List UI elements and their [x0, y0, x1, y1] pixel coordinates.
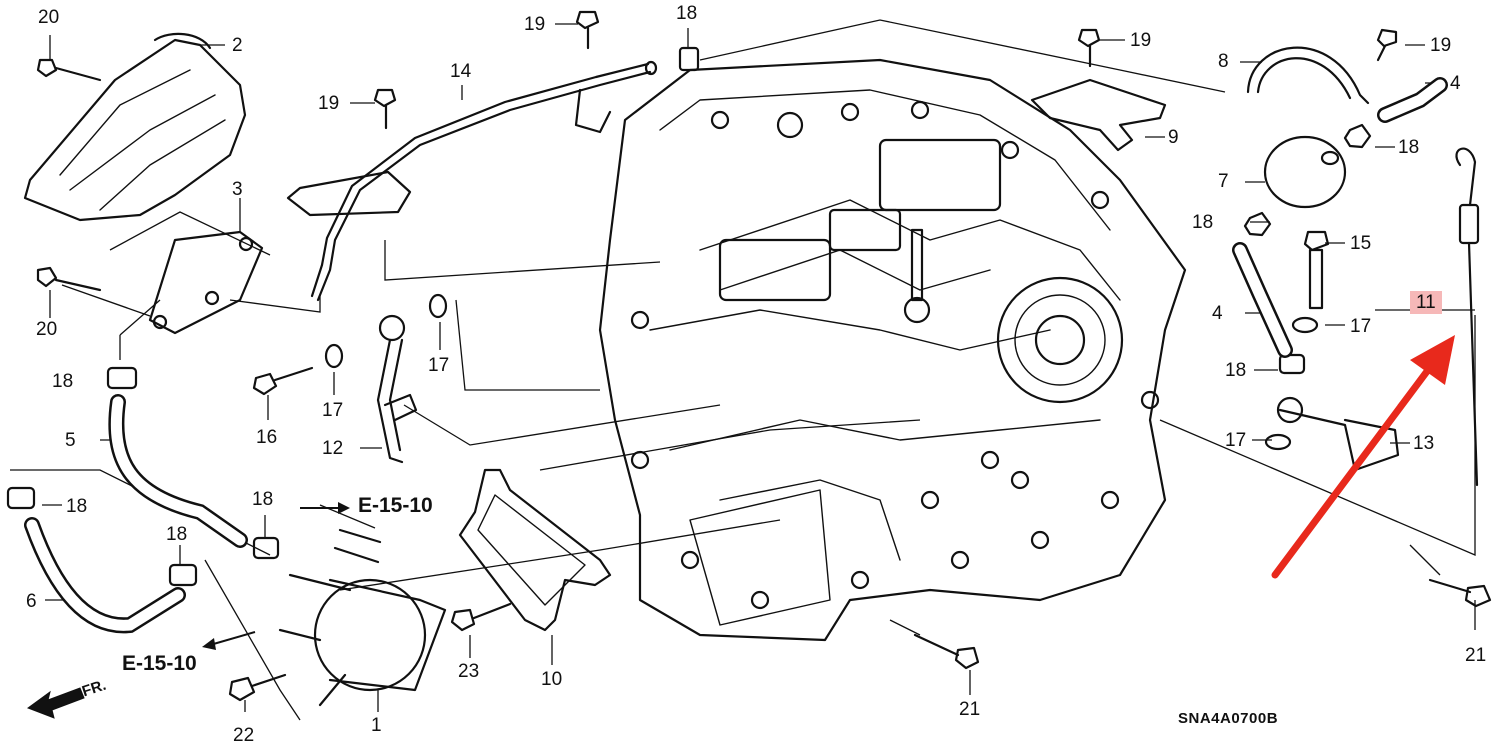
- callout-8: 8: [1218, 51, 1229, 72]
- clamp-18a-icon: [678, 46, 700, 72]
- callout-20b: 20: [36, 319, 58, 340]
- callout-15: 15: [1350, 233, 1372, 254]
- callout-4b: 4: [1212, 303, 1223, 324]
- part-14-pipe: [286, 60, 658, 302]
- callout-19a: 19: [524, 14, 546, 35]
- clamps: [6, 46, 1372, 587]
- part-7-canister: [1263, 135, 1347, 209]
- leader-lines: [10, 19, 1476, 721]
- callout-18e: 18: [52, 371, 74, 392]
- transmission-case: [598, 58, 1187, 642]
- front-arrow-icon: [26, 687, 85, 719]
- part-12-fitting: [376, 314, 418, 464]
- callout-4a: 4: [1450, 73, 1461, 94]
- part-11-dipstick: [1455, 147, 1480, 487]
- callout-21b: 21: [1465, 645, 1487, 666]
- callout-3: 3: [232, 179, 243, 200]
- part-1-cooler: [278, 528, 447, 707]
- reference-e-15-10-upper: E-15-10: [358, 494, 433, 517]
- callout-18f: 18: [66, 496, 88, 517]
- callout-1: 1: [371, 715, 382, 736]
- part-2-shroud: [23, 32, 247, 222]
- callout-10: 10: [541, 669, 563, 690]
- reference-arrows: [202, 502, 350, 650]
- part-4a-hose: [1377, 77, 1448, 123]
- callout-17c: 17: [322, 400, 344, 421]
- callout-9: 9: [1168, 127, 1179, 148]
- callout-18c: 18: [1192, 212, 1214, 233]
- bolt-21b-icon: [1428, 578, 1492, 608]
- callout-12: 12: [322, 438, 344, 459]
- reference-e-15-10-lower: E-15-10: [122, 652, 197, 675]
- callout-16: 16: [256, 427, 278, 448]
- callout-19c: 19: [1130, 30, 1152, 51]
- bolt-20a-icon: [36, 58, 102, 82]
- highlight-arrow: [1271, 335, 1455, 579]
- callout-22: 22: [233, 725, 255, 746]
- bolt-21a-icon: [913, 633, 980, 670]
- callout-2: 2: [232, 35, 243, 56]
- callout-18h: 18: [166, 524, 188, 545]
- part-8-clip: [1246, 46, 1370, 105]
- callout-20a: 20: [38, 7, 60, 28]
- callout-19d: 19: [1430, 35, 1452, 56]
- callout-21a: 21: [959, 699, 981, 720]
- bolt-19b-icon: [373, 88, 397, 130]
- callout-23: 23: [458, 661, 480, 682]
- callout-14: 14: [450, 61, 472, 82]
- bolt-19c-icon: [1077, 28, 1101, 68]
- part-5-hose: [108, 394, 248, 548]
- washers: [324, 293, 1319, 451]
- bolt-15-icon: [1303, 230, 1330, 310]
- callout-18d: 18: [1225, 360, 1247, 381]
- clamp-18h-icon: [168, 563, 198, 587]
- bolts: [36, 10, 1492, 702]
- bolt-22-icon: [228, 673, 287, 702]
- bolt-20b-icon: [36, 266, 102, 292]
- clamp-18f-icon: [6, 486, 36, 510]
- nut-18c-icon: [1243, 211, 1272, 237]
- callout-6: 6: [26, 591, 37, 612]
- part-6-hose: [24, 517, 186, 634]
- callout-11-highlighted: 11: [1410, 291, 1442, 314]
- callout-5: 5: [65, 430, 76, 451]
- bolt-16-icon: [252, 366, 314, 396]
- callout-17d: 17: [428, 355, 450, 376]
- bolt-19a-icon: [575, 10, 600, 50]
- callout-18a: 18: [676, 3, 698, 24]
- clamp-18e-icon: [106, 366, 138, 390]
- clamp-18g-icon: [252, 536, 280, 560]
- callout-17a: 17: [1350, 316, 1372, 337]
- part-9-bracket: [1030, 78, 1167, 152]
- callout-18b: 18: [1398, 137, 1420, 158]
- callout-18g: 18: [252, 489, 274, 510]
- diagram-code: SNA4A0700B: [1178, 710, 1279, 727]
- callout-7: 7: [1218, 171, 1229, 192]
- part-3-bracket: [148, 230, 264, 335]
- bolt-23-icon: [450, 602, 512, 632]
- nut-18b-icon: [1343, 123, 1372, 149]
- part-4b-hose: [1232, 242, 1293, 358]
- callout-13: 13: [1413, 433, 1435, 454]
- part-10-gasket: [458, 468, 612, 632]
- callout-17b: 17: [1225, 430, 1247, 451]
- callout-19b: 19: [318, 93, 340, 114]
- clamp-18d-icon: [1278, 353, 1306, 375]
- bolt-19d-icon: [1376, 28, 1398, 62]
